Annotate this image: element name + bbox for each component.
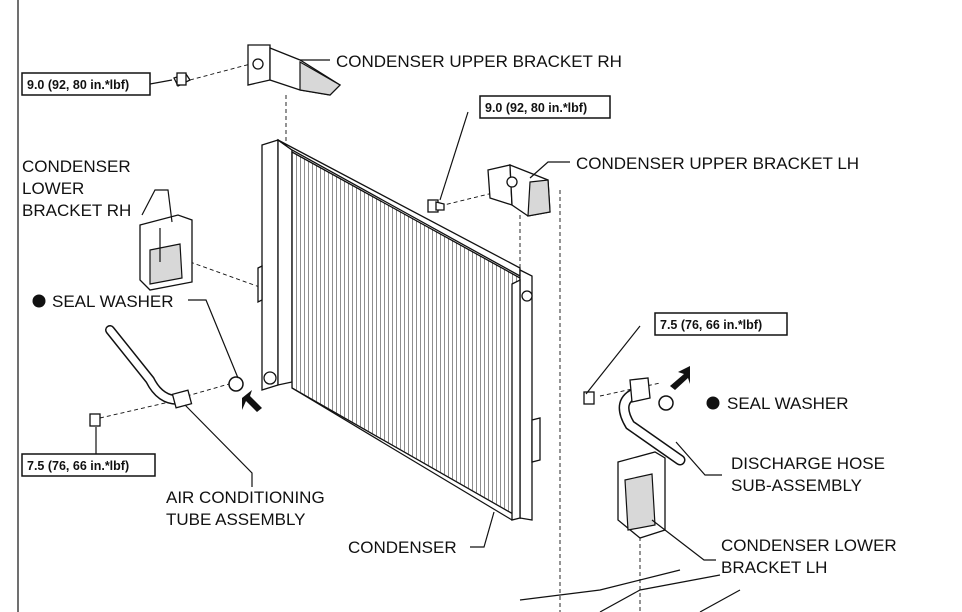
background-frame — [519, 569, 741, 612]
torque-upper-rh: 9.0 (92, 80 in.*lbf) — [27, 78, 129, 92]
ac-tube-assembly — [105, 325, 193, 409]
condenser — [257, 138, 541, 521]
bolt-upper-rh — [173, 72, 191, 87]
lower-bracket-rh — [139, 214, 193, 291]
torque-box-ac-tube: 7.5 (76, 66 in.*lbf) — [21, 453, 156, 477]
label-seal-washer-left: SEAL WASHER — [52, 292, 174, 311]
label-condenser: CONDENSER — [348, 538, 457, 557]
arrow-icon — [242, 390, 262, 412]
label-ac-tube-2: TUBE ASSEMBLY — [166, 510, 306, 529]
torque-box-upper-lh: 9.0 (92, 80 in.*lbf) — [479, 95, 611, 119]
label-upper-bracket-rh: CONDENSER UPPER BRACKET RH — [336, 52, 622, 71]
label-lower-bracket-lh-2: BRACKET LH — [721, 558, 827, 577]
label-seal-washer-right: SEAL WASHER — [727, 394, 849, 413]
label-ac-tube-1: AIR CONDITIONING — [166, 488, 325, 507]
torque-box-upper-rh: 9.0 (92, 80 in.*lbf) — [21, 72, 151, 96]
lower-bracket-lh — [617, 451, 666, 539]
torque-ac-tube: 7.5 (76, 66 in.*lbf) — [27, 459, 129, 473]
discharge-hose — [618, 377, 686, 466]
arrow-icon — [670, 366, 690, 390]
torque-box-discharge: 7.5 (76, 66 in.*lbf) — [654, 312, 788, 336]
label-upper-bracket-lh: CONDENSER UPPER BRACKET LH — [576, 154, 859, 173]
label-lower-bracket-lh-1: CONDENSER LOWER — [721, 536, 897, 555]
upper-bracket-lh — [487, 164, 551, 217]
seal-washer-left-part — [228, 376, 244, 392]
label-discharge-hose-1: DISCHARGE HOSE — [731, 454, 885, 473]
bolt-ac-tube — [89, 413, 101, 427]
filled-circle-icon — [706, 396, 720, 410]
torque-upper-lh: 9.0 (92, 80 in.*lbf) — [485, 101, 587, 115]
bolt-discharge — [583, 391, 595, 405]
torque-discharge: 7.5 (76, 66 in.*lbf) — [660, 318, 762, 332]
upper-bracket-rh — [247, 44, 342, 96]
leader-lines — [95, 59, 722, 561]
label-lower-bracket-rh-2: LOWER — [22, 179, 84, 198]
label-discharge-hose-2: SUB-ASSEMBLY — [731, 476, 862, 495]
bolt-upper-lh — [427, 199, 445, 213]
seal-washer-right-part — [658, 395, 674, 411]
label-lower-bracket-rh-3: BRACKET RH — [22, 201, 131, 220]
label-lower-bracket-rh-1: CONDENSER — [22, 157, 131, 176]
filled-circle-icon — [32, 294, 46, 308]
